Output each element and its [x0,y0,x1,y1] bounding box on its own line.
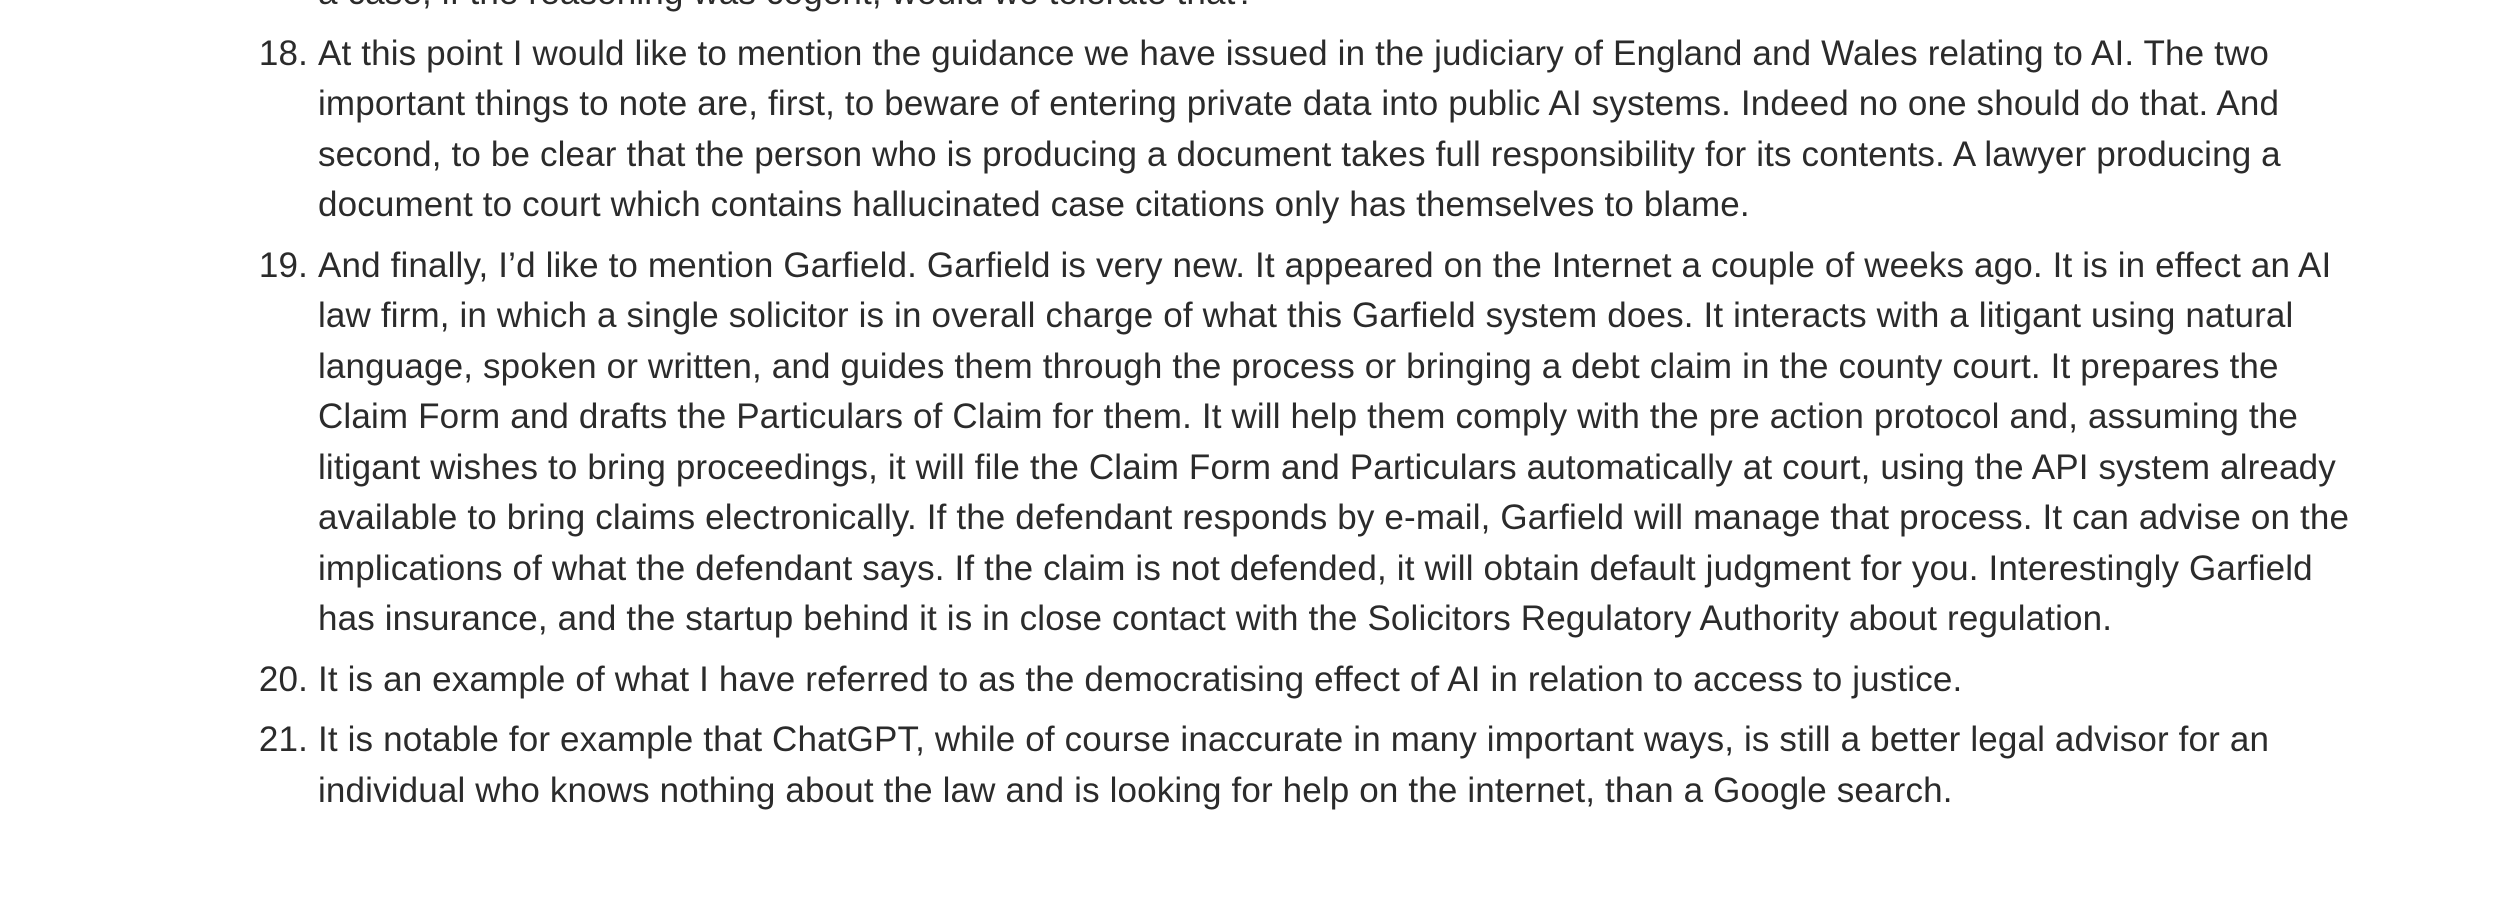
paragraph-number: 18. [258,33,308,73]
paragraph-text: It is an example of what I have referred… [318,659,1963,699]
paragraph-number: 20. [258,659,308,699]
paragraph-text: And finally, I’d like to mention Garfiel… [318,245,2350,639]
paragraph-21: 21. It is notable for example that ChatG… [0,715,2378,816]
paragraph-20: 20. It is an example of what I have refe… [0,655,2378,706]
paragraph-number: 19. [258,245,308,285]
paragraph-18: 18. At this point I would like to mentio… [0,29,2378,231]
document-body: a case, if the reasoning was cogent, wou… [0,0,2378,816]
paragraph-continued: a case, if the reasoning was cogent, wou… [0,0,2378,19]
paragraph-number: 21. [258,720,308,759]
paragraph-text: a case, if the reasoning was cogent, wou… [318,0,2378,19]
paragraph-text: It is notable for example that ChatGPT, … [318,720,2270,810]
paragraph-text: At this point I would like to mention th… [318,33,2281,225]
paragraph-19: 19. And finally, I’d like to mention Gar… [0,241,2378,645]
